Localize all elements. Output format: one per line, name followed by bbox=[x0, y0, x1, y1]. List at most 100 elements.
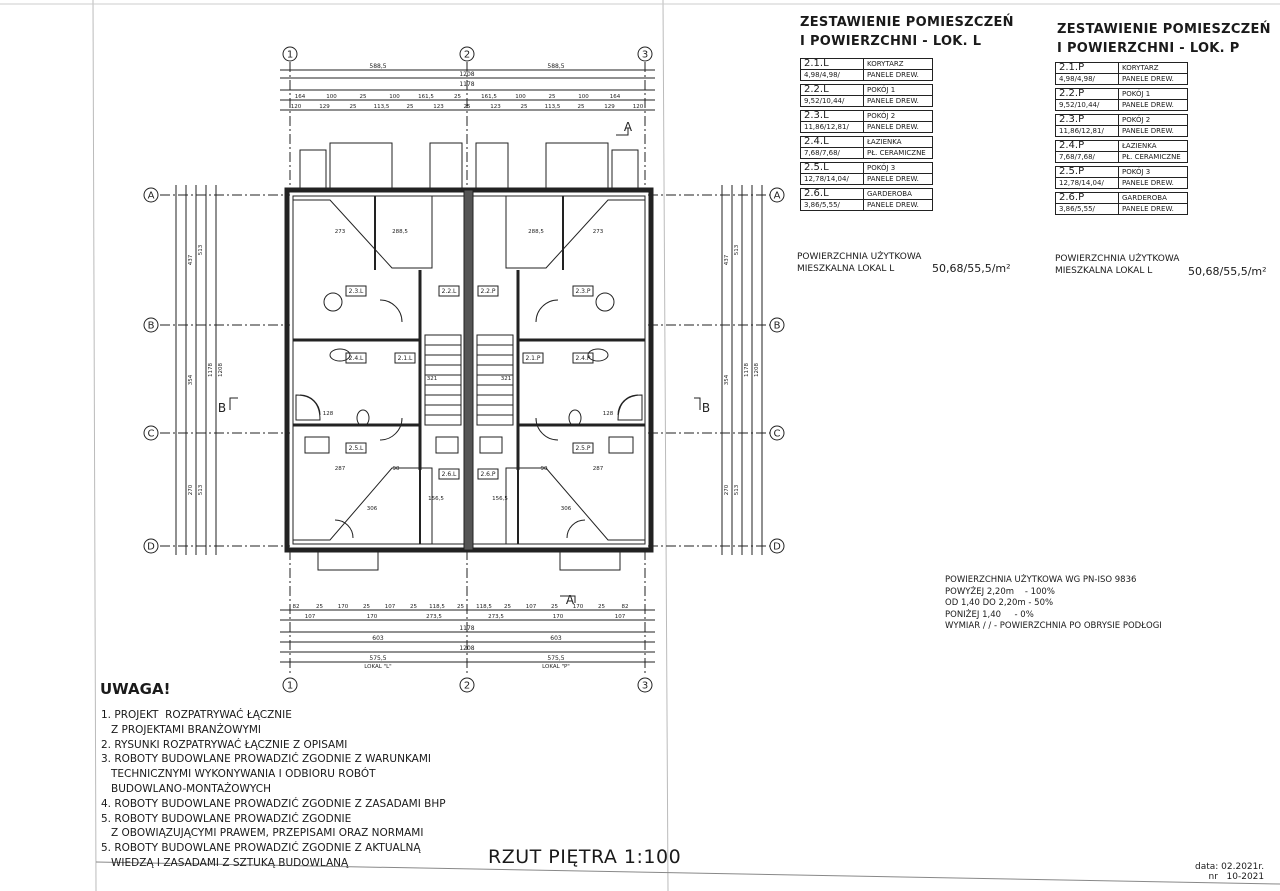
dim-top-row: 100 bbox=[578, 94, 589, 100]
inner-dim: 287 bbox=[335, 466, 346, 472]
dim-bottom-total: 575,5 bbox=[369, 655, 386, 662]
room-tag: 2.3.L bbox=[349, 288, 364, 295]
axis-label-left-C-bubble bbox=[143, 425, 159, 441]
inner-dim: 306 bbox=[367, 506, 378, 512]
title-l-line2: I POWIERZCHNI - LOK. L bbox=[800, 34, 982, 49]
dim-top-row2: 123 bbox=[490, 104, 501, 110]
room-area: 9,52/10,44/ bbox=[1055, 99, 1119, 111]
room-tag: 2.2.P bbox=[480, 288, 495, 295]
room-floor: PŁ. CERAMICZNE bbox=[863, 147, 933, 159]
axis-label-left-D: D bbox=[147, 542, 155, 553]
room-tag: 2.5.P bbox=[575, 445, 590, 452]
room-row-detail: 12,78/14,04/PANELE DREW. bbox=[800, 173, 933, 185]
axis-label-top-1-bubble bbox=[282, 46, 298, 62]
axis-label-right-B: B bbox=[774, 321, 781, 332]
inner-dim: 90 bbox=[541, 466, 548, 472]
dim-bottom-total: 1178 bbox=[459, 625, 474, 632]
dim-top-row: 25 bbox=[549, 94, 556, 100]
dim-bottom-row: 25 bbox=[598, 604, 605, 610]
room-floor: PANELE DREW. bbox=[863, 173, 933, 185]
axis-label-right-C-bubble bbox=[769, 425, 785, 441]
dim-bottom: 273,5 bbox=[488, 614, 504, 620]
dim-bottom-total: 603 bbox=[550, 635, 562, 642]
dim-bottom-row: 82 bbox=[622, 604, 629, 610]
inner-dim: 128 bbox=[603, 411, 614, 417]
inner-dim: 273 bbox=[593, 229, 604, 235]
title-p-line1: ZESTAWIENIE POMIESZCZEŃ bbox=[1057, 22, 1271, 37]
dim-side-right: 270 bbox=[724, 484, 730, 495]
room-row-detail: 7,68/7,68/PŁ. CERAMICZNE bbox=[800, 147, 933, 159]
area-note-line: WYMIAR / / - POWIERZCHNIA PO OBRYSIE POD… bbox=[945, 621, 1162, 631]
room-row-detail: 9,52/10,44/PANELE DREW. bbox=[1055, 99, 1188, 111]
inner-dim: 128 bbox=[323, 411, 334, 417]
room-code: 2.2.L bbox=[800, 84, 864, 96]
room-tag: 2.1.P bbox=[525, 355, 540, 362]
axis-label-left-B: B bbox=[148, 321, 155, 332]
axis-label-right-A-bubble bbox=[769, 187, 785, 203]
room-row-detail: 11,86/12,81/PANELE DREW. bbox=[1055, 125, 1188, 137]
room-schedule-title-l: ZESTAWIENIE POMIESZCZEŃ I POWIERZCHNI - … bbox=[800, 13, 1014, 51]
inner-dim: 156,5 bbox=[428, 496, 444, 502]
room-area: 4,98/4,98/ bbox=[800, 69, 864, 81]
note-line: TECHNICZNYMI WYKONYWANIA I ODBIORU ROBÓT bbox=[101, 768, 376, 781]
dim-top-row: 25 bbox=[360, 94, 367, 100]
room-row-detail: 7,68/7,68/PŁ. CERAMICZNE bbox=[1055, 151, 1188, 163]
dim-side-left: 354 bbox=[188, 374, 194, 385]
dim-bottom-row: 82 bbox=[293, 604, 300, 610]
inner-dim: 288,5 bbox=[528, 229, 544, 235]
dim-side-right: 1178 bbox=[744, 363, 750, 377]
axis-label-bottom-3: 3 bbox=[642, 681, 648, 692]
axis-label-right-C: C bbox=[774, 429, 781, 440]
room-tag-box bbox=[572, 285, 594, 297]
date-line: data: 02.2021r. bbox=[1195, 862, 1265, 872]
area-note-line: PONIŻEJ 1,40 - 0% bbox=[945, 609, 1034, 620]
dim-bottom-row: 107 bbox=[385, 604, 396, 610]
dim-top-row2: 25 bbox=[521, 104, 528, 110]
note-line: WIEDZĄ I ZASADAMI Z SZTUKĄ BUDOWLANĄ bbox=[101, 856, 349, 869]
area-note-line: OD 1,40 DO 2,20m - 50% bbox=[945, 598, 1054, 608]
room-floor: PANELE DREW. bbox=[1118, 203, 1188, 215]
section-mark-a-top: A bbox=[624, 120, 633, 134]
lokal-label: LOKAL "L" bbox=[364, 664, 391, 670]
section-mark-b-left: B bbox=[218, 401, 226, 415]
room-floor: PANELE DREW. bbox=[863, 121, 933, 133]
room-name: ŁAZIENKA bbox=[863, 136, 933, 148]
room-area: 4,98/4,98/ bbox=[1055, 73, 1119, 85]
dim-bottom-total: 603 bbox=[372, 635, 384, 642]
axis-label-left-B-bubble bbox=[143, 317, 159, 333]
axis-label-bottom-1: 1 bbox=[287, 681, 293, 692]
inner-dim: 321 bbox=[501, 376, 512, 382]
area-note-line: POWYŻEJ 2,20m - 100% bbox=[945, 586, 1055, 597]
dim-top-row: 164 bbox=[610, 94, 621, 100]
room-name: POKÓJ 2 bbox=[863, 110, 933, 122]
room-area: 3,86/5,55/ bbox=[1055, 203, 1119, 215]
axis-label-left-C: C bbox=[148, 429, 155, 440]
section-mark-a-bottom: A bbox=[566, 593, 575, 607]
room-tag: 2.5.L bbox=[349, 445, 364, 452]
room-name: POKÓJ 2 bbox=[1118, 114, 1188, 126]
note-line: 4. ROBOTY BUDOWLANE PROWADZIĆ ZGODNIE Z … bbox=[101, 797, 446, 810]
dim-bottom-row: 25 bbox=[410, 604, 417, 610]
dim-top: 1208 bbox=[459, 71, 474, 78]
dim-top: 1178 bbox=[459, 81, 474, 88]
room-code: 2.5.L bbox=[800, 162, 864, 174]
room-floor: PANELE DREW. bbox=[1118, 99, 1188, 111]
room-row-detail: 4,98/4,98/PANELE DREW. bbox=[1055, 73, 1188, 85]
dim-top-row: 100 bbox=[515, 94, 526, 100]
notes-heading: UWAGA! bbox=[100, 680, 171, 698]
dim-top-row2: 120 bbox=[633, 104, 644, 110]
dim-side-right: 513 bbox=[734, 244, 740, 255]
room-tag-box bbox=[522, 352, 544, 364]
room-tag: 2.4.P bbox=[575, 355, 590, 362]
room-name: POKÓJ 1 bbox=[863, 84, 933, 96]
summary-label-line2: MIESZKALNA LOKAL L bbox=[797, 264, 895, 274]
room-area: 7,68/7,68/ bbox=[1055, 151, 1119, 163]
